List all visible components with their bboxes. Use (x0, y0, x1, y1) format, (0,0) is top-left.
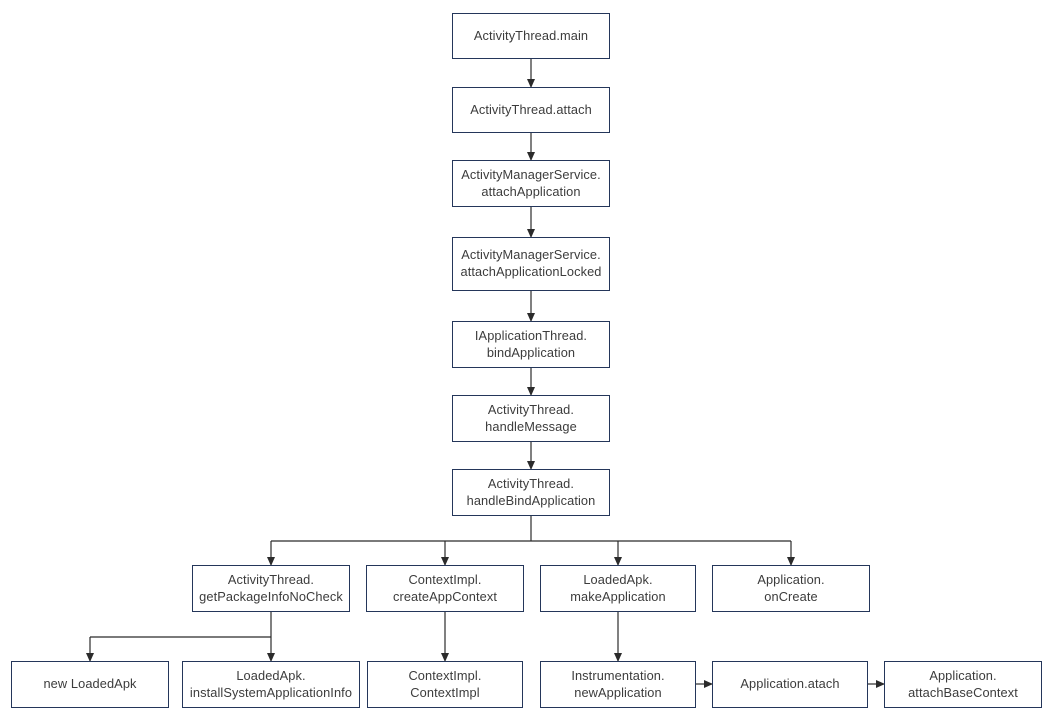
node-loadedapk-makeapplication: LoadedApk. makeApplication (540, 565, 696, 612)
node-instrumentation-newapplication: Instrumentation. newApplication (540, 661, 696, 708)
node-ams-attachapplication: ActivityManagerService. attachApplicatio… (452, 160, 610, 207)
node-contextimpl-contextimpl: ContextImpl. ContextImpl (367, 661, 523, 708)
node-iapplicationthread-bindapplication: IApplicationThread. bindApplication (452, 321, 610, 368)
node-activitythread-handlebindapplication: ActivityThread. handleBindApplication (452, 469, 610, 516)
node-activitythread-handlemessage: ActivityThread. handleMessage (452, 395, 610, 442)
node-activitythread-main: ActivityThread.main (452, 13, 610, 59)
node-application-oncreate: Application. onCreate (712, 565, 870, 612)
node-new-loadedapk: new LoadedApk (11, 661, 169, 708)
node-application-atach: Application.atach (712, 661, 868, 708)
node-ams-attachapplicationlocked: ActivityManagerService. attachApplicatio… (452, 237, 610, 291)
node-application-attachbasecontext: Application. attachBaseContext (884, 661, 1042, 708)
node-activitythread-attach: ActivityThread.attach (452, 87, 610, 133)
node-contextimpl-createappcontext: ContextImpl. createAppContext (366, 565, 524, 612)
node-activitythread-getpackageinfonocheck: ActivityThread. getPackageInfoNoCheck (192, 565, 350, 612)
node-loadedapk-installsystemapplicationinfo: LoadedApk. installSystemApplicationInfo (182, 661, 360, 708)
